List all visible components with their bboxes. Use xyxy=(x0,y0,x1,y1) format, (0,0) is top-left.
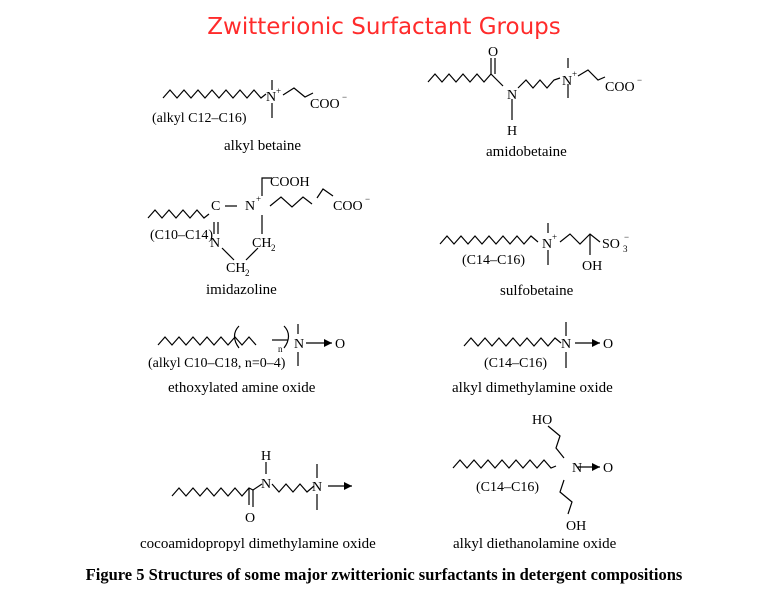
alkyl-betaine-structure xyxy=(162,80,314,118)
svg-text:CH: CH xyxy=(252,236,271,251)
label-alkyl-betaine: alkyl betaine xyxy=(224,138,302,154)
chain-label-sulfobetaine: (C14–C16) xyxy=(462,253,525,268)
svg-text:COO: COO xyxy=(333,199,363,214)
svg-text:C: C xyxy=(211,199,220,214)
svg-text:COO: COO xyxy=(605,80,635,95)
imidazoline-structure xyxy=(147,177,334,261)
chain-label-imidazoline: (C10–C14) xyxy=(150,228,213,243)
sulfobetaine-structure xyxy=(439,223,601,265)
svg-text:+: + xyxy=(276,86,281,96)
svg-text:H: H xyxy=(507,124,517,139)
label-alkyl-dimethylamine-oxide: alkyl dimethylamine oxide xyxy=(452,380,613,396)
ethoxylated-amine-oxide-structure xyxy=(157,324,332,366)
svg-text:OH: OH xyxy=(566,519,586,534)
svg-text:−: − xyxy=(365,194,370,204)
svg-text:COOH: COOH xyxy=(270,175,310,190)
svg-text:N: N xyxy=(261,477,271,492)
svg-text:N: N xyxy=(294,337,304,352)
svg-text:COO: COO xyxy=(310,97,340,112)
svg-text:N: N xyxy=(312,480,322,495)
svg-text:N: N xyxy=(245,199,255,214)
svg-text:N: N xyxy=(562,74,572,89)
figure-caption: Figure 5 Structures of some major zwitte… xyxy=(85,565,683,584)
svg-text:−: − xyxy=(624,232,629,242)
chain-label-diethanolamine-oxide: (C14–C16) xyxy=(476,480,539,495)
svg-text:CH: CH xyxy=(226,261,245,276)
svg-text:N: N xyxy=(572,461,582,476)
alkyl-diethanolamine-oxide-structure xyxy=(452,425,600,515)
svg-text:−: − xyxy=(342,92,347,102)
chain-label-dimethylamine-oxide: (C14–C16) xyxy=(484,356,547,371)
svg-text:OH: OH xyxy=(582,259,602,274)
svg-text:N: N xyxy=(542,237,552,252)
label-amidobetaine: amidobetaine xyxy=(486,144,567,160)
svg-text:+: + xyxy=(552,232,557,242)
label-sulfobetaine: sulfobetaine xyxy=(500,283,574,299)
svg-text:2: 2 xyxy=(245,268,250,278)
label-alkyl-diethanolamine-oxide: alkyl diethanolamine oxide xyxy=(453,536,617,552)
amidobetaine-structure xyxy=(427,58,606,120)
figure-title: Zwitterionic Surfactant Groups xyxy=(207,14,561,40)
svg-text:N: N xyxy=(561,337,571,352)
svg-text:2: 2 xyxy=(271,243,276,253)
svg-text:O: O xyxy=(603,337,613,352)
svg-text:O: O xyxy=(603,461,613,476)
label-ethoxylated-amine-oxide: ethoxylated amine oxide xyxy=(168,380,316,396)
chain-label-alkyl-betaine: (alkyl C12–C16) xyxy=(152,111,247,126)
svg-text:O: O xyxy=(245,511,255,526)
svg-text:+: + xyxy=(256,194,261,204)
svg-text:+: + xyxy=(572,69,577,79)
label-cocoamidopropyl: cocoamidopropyl dimethylamine oxide xyxy=(140,536,376,552)
svg-text:H: H xyxy=(261,449,271,464)
svg-text:N: N xyxy=(266,90,276,105)
svg-text:SO: SO xyxy=(602,237,620,252)
svg-text:N: N xyxy=(507,88,517,103)
svg-text:O: O xyxy=(335,337,345,352)
svg-text:−: − xyxy=(637,75,642,85)
label-imidazoline: imidazoline xyxy=(206,282,277,298)
svg-text:HO: HO xyxy=(532,413,552,428)
svg-text:3: 3 xyxy=(623,244,628,254)
chain-label-ethoxylated: (alkyl C10–C18, n=0–4) xyxy=(148,356,286,371)
svg-text:O: O xyxy=(488,45,498,60)
svg-text:n: n xyxy=(278,344,283,354)
svg-text:N: N xyxy=(210,236,220,251)
